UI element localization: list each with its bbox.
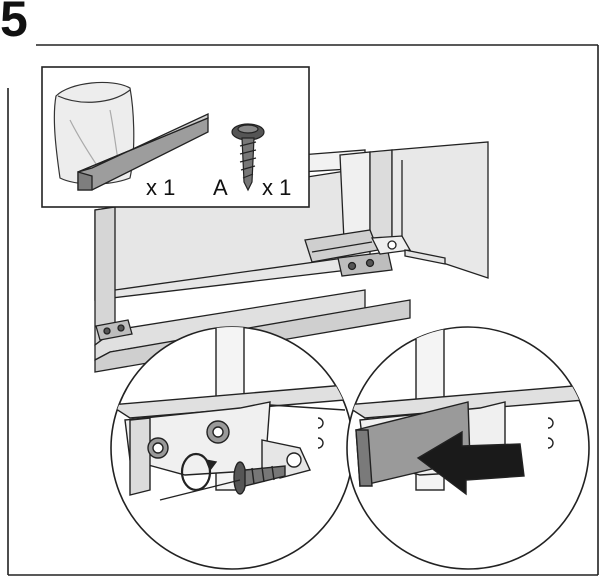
screw-letter: A [213,175,228,200]
cover-part-icon [77,112,209,191]
push-arrow-icon [416,430,525,496]
screw-icon [231,123,265,192]
parts-box: x 1 A x 1 [41,66,310,208]
frame [7,44,599,576]
screw-quantity: x 1 [262,175,291,200]
detail-circle-right [346,326,590,570]
step-number: 5 [0,0,28,47]
detail-circle-left [110,326,354,570]
handle-quantity: x 1 [146,175,175,200]
